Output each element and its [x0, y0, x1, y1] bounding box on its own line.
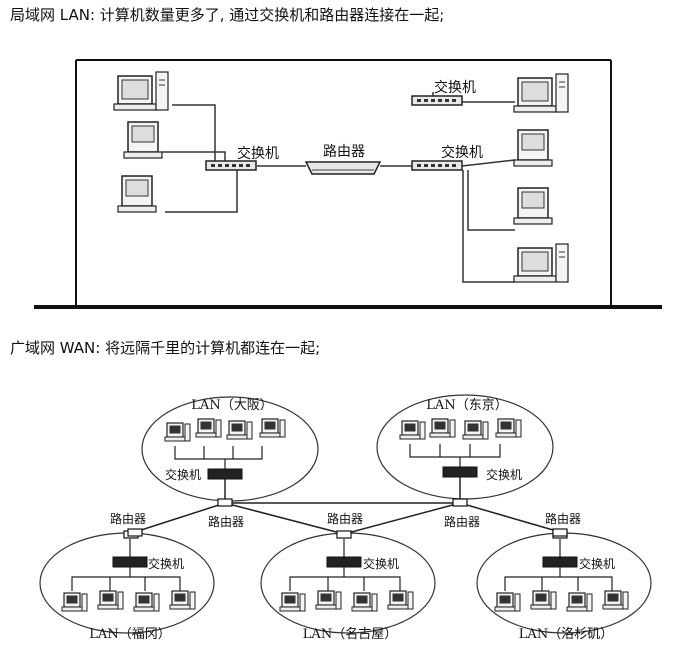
lan-pc-3 [117, 175, 157, 213]
router-backbone-right [452, 498, 468, 507]
lan-pc-6 [513, 187, 553, 225]
lan-la-ellipse [476, 532, 652, 634]
switch-osaka-label: 交换机 [165, 467, 201, 482]
lan-pc-2 [123, 121, 163, 159]
lan-caption: 局域网 LAN: 计算机数量更多了, 通过交换机和路由器连接在一起; [10, 6, 445, 24]
lan-osaka: 交换机 [164, 418, 286, 482]
router-label-2: 路由器 [208, 514, 244, 529]
switch-la-label: 交换机 [579, 556, 615, 571]
lan-nagoya-label: LAN（名古屋） [303, 626, 397, 642]
lan-pc-4 [513, 73, 569, 113]
router-backbone-left [217, 498, 233, 507]
switch-tokyo-label: 交换机 [486, 467, 522, 482]
switch-osaka [207, 468, 243, 480]
router-label-5: 路由器 [545, 511, 581, 526]
lan-switch-right-top-label: 交换机 [434, 79, 476, 96]
switch-la [542, 556, 578, 568]
wan-links [134, 477, 561, 535]
lan-nagoya: 交换机 [279, 530, 414, 612]
lan-fukuoka-label: LAN（福冈） [89, 627, 170, 642]
lan-switch-right-bottom [411, 160, 463, 171]
lan-la-label: LAN（洛杉矶） [519, 627, 613, 642]
wan-caption: 广域网 WAN: 将远隔千里的计算机都连在一起; [10, 339, 321, 357]
switch-nagoya-label: 交换机 [363, 556, 399, 571]
router-label-1: 路由器 [110, 511, 146, 526]
lan-diagram: 交换机 路由器 交换机 交换机 [34, 59, 662, 309]
router-label-3: 路由器 [327, 511, 363, 526]
lan-switch-left [205, 160, 257, 171]
lan-fukuoka-ellipse [39, 532, 215, 634]
lan-switch-left-label: 交换机 [237, 145, 279, 162]
router-edge-left [127, 528, 143, 537]
lan-pc-5 [513, 129, 553, 167]
lan-router-label: 路由器 [323, 144, 365, 160]
switch-fukuoka [112, 556, 148, 568]
lan-pc-1 [113, 71, 169, 111]
switch-nagoya [326, 556, 362, 568]
lan-cables [162, 92, 516, 283]
lan-tokyo: 交换机 [399, 418, 522, 482]
router-edge-right [552, 528, 568, 537]
switch-tokyo [442, 466, 478, 478]
wan-diagram: 交换机 交换机 交换机 [39, 394, 652, 642]
lan-fukuoka: 交换机 [61, 530, 196, 612]
lan-router [304, 161, 382, 175]
switch-fukuoka-label: 交换机 [148, 556, 184, 571]
lan-pc-7 [513, 243, 569, 283]
lan-switch-right-bottom-label: 交换机 [441, 144, 483, 161]
router-label-4: 路由器 [444, 514, 480, 529]
room-frame [75, 59, 612, 305]
lan-la: 交换机 [494, 530, 629, 612]
lan-tokyo-label: LAN（东京） [426, 398, 507, 413]
router-nagoya [336, 530, 352, 539]
lan-nagoya-ellipse [260, 532, 436, 634]
lan-switch-right-top [411, 95, 463, 106]
lan-osaka-label: LAN（大阪） [191, 398, 272, 413]
